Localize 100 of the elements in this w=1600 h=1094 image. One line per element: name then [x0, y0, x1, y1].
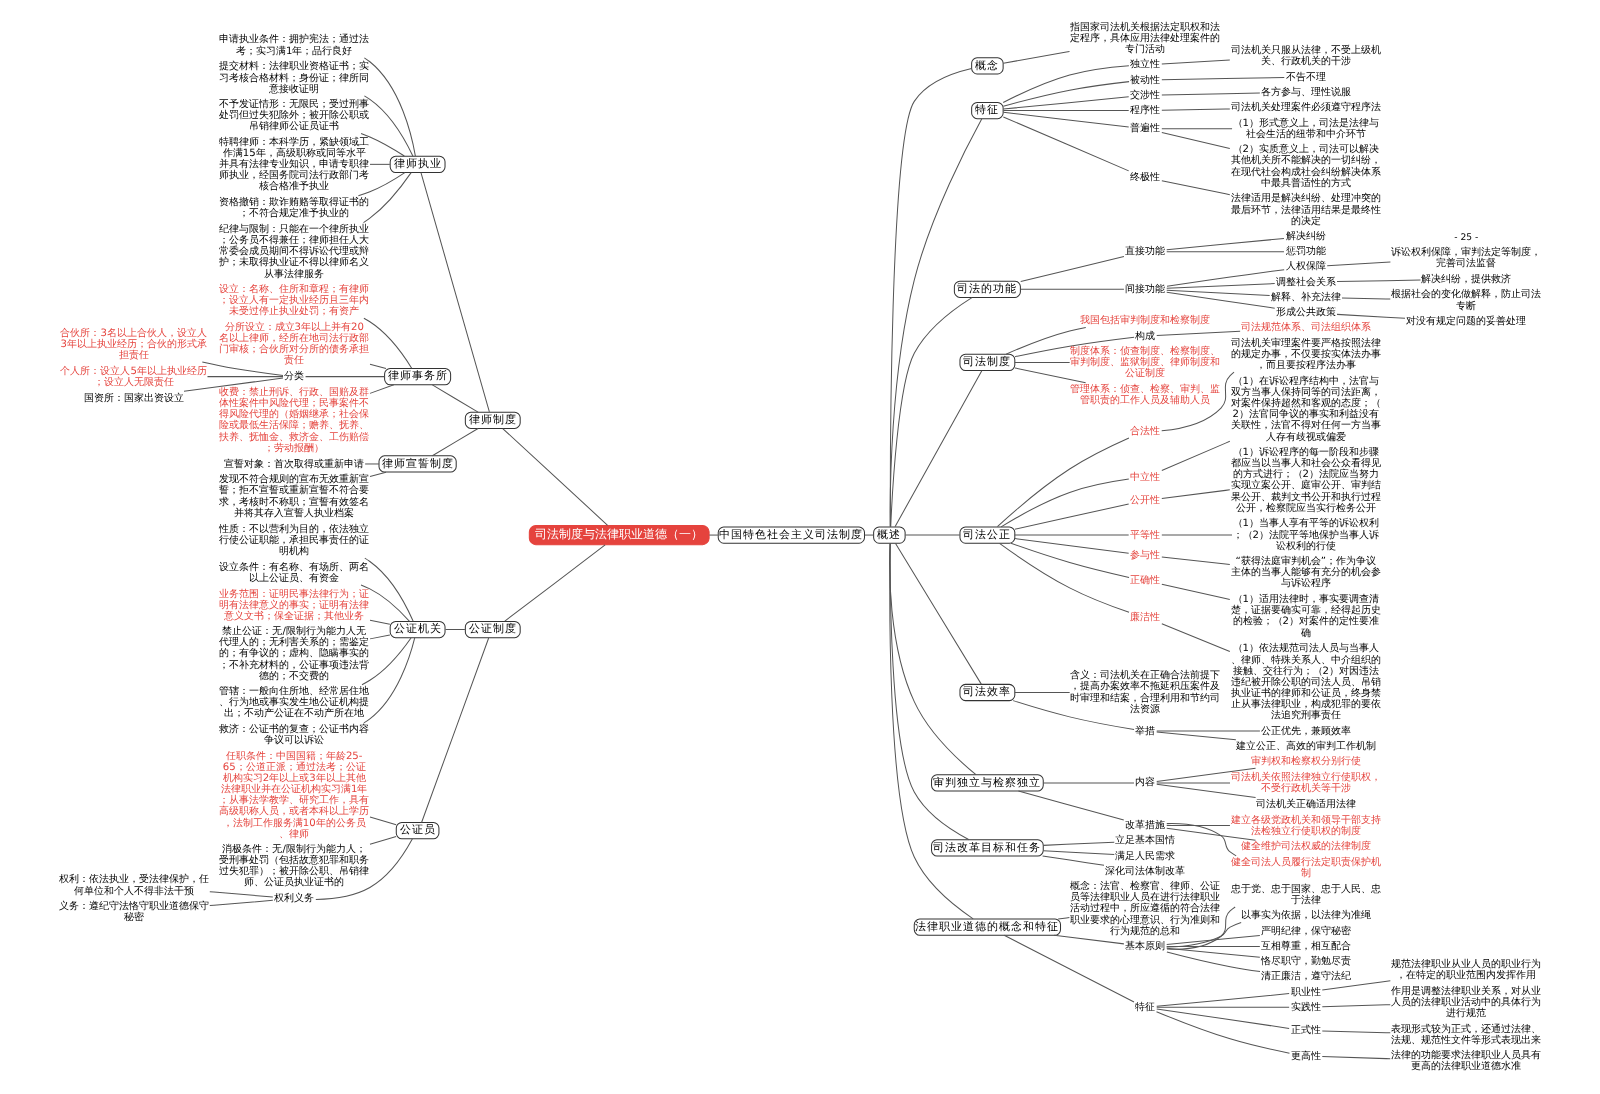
connector — [1017, 790, 1125, 821]
connector — [1166, 251, 1285, 253]
connector — [1042, 841, 1115, 846]
connector — [1156, 730, 1261, 732]
connector — [1014, 336, 1135, 358]
connector — [1161, 180, 1231, 196]
connector — [1003, 934, 1135, 1003]
connector — [360, 132, 405, 157]
connector — [1002, 51, 1071, 64]
connector — [864, 534, 875, 536]
connector — [369, 634, 391, 640]
connector — [1166, 945, 1261, 947]
connector — [1161, 108, 1231, 111]
connector — [209, 899, 274, 907]
connector — [889, 542, 974, 920]
connector — [1042, 782, 1135, 784]
connector — [1002, 110, 1130, 112]
connector — [1156, 1008, 1290, 1029]
connector — [1161, 489, 1231, 500]
connector — [357, 172, 406, 197]
connector — [1156, 993, 1290, 1007]
connector — [1156, 1011, 1290, 1054]
connector — [1161, 534, 1233, 536]
connector — [895, 543, 982, 685]
connector — [363, 57, 416, 157]
connector — [1161, 556, 1231, 565]
connector — [1014, 367, 1087, 384]
connector — [1166, 947, 1261, 958]
connector — [369, 619, 391, 625]
connector — [1161, 131, 1231, 150]
connector — [305, 376, 385, 378]
connector — [1005, 326, 1087, 355]
connector — [1042, 855, 1105, 866]
connector — [1156, 330, 1241, 336]
connector — [1161, 623, 1231, 653]
connector — [904, 534, 961, 536]
connector — [363, 637, 416, 724]
connector — [1014, 361, 1071, 363]
connector — [1161, 371, 1235, 432]
connector — [1166, 291, 1276, 309]
connector — [1166, 283, 1276, 289]
connector — [1166, 825, 1231, 827]
connector — [361, 637, 412, 686]
connector — [444, 629, 466, 631]
connector — [1321, 1056, 1391, 1060]
connector — [1156, 767, 1257, 782]
connector — [1161, 92, 1261, 96]
connector — [360, 584, 411, 622]
connector — [1002, 111, 1130, 128]
connector — [889, 118, 983, 528]
connector — [1166, 289, 1271, 297]
connector — [1321, 1004, 1391, 1008]
connector — [369, 816, 397, 826]
connector — [1161, 583, 1231, 600]
connector — [1341, 297, 1391, 300]
connector — [1014, 503, 1130, 530]
connector — [1161, 76, 1285, 81]
connector — [999, 542, 1130, 613]
connector — [1002, 65, 1130, 104]
connector — [209, 891, 274, 898]
connector — [364, 463, 380, 465]
connector — [1161, 440, 1231, 472]
connector — [1161, 59, 1231, 65]
connector — [431, 384, 479, 413]
connector — [1321, 980, 1391, 991]
connector — [1014, 538, 1130, 554]
connector — [1014, 534, 1130, 536]
connector — [1014, 692, 1071, 693]
connector — [1161, 128, 1233, 130]
connector — [996, 437, 1130, 528]
connector — [890, 297, 973, 528]
connector — [502, 428, 609, 526]
connector — [1002, 116, 1130, 172]
connector — [1166, 827, 1257, 841]
connector — [889, 543, 977, 776]
connector — [1166, 237, 1285, 251]
connector — [1166, 906, 1236, 950]
connector — [201, 361, 284, 376]
connector — [363, 172, 412, 224]
connector — [1166, 951, 1261, 973]
connector — [1336, 313, 1406, 319]
connector — [504, 544, 606, 622]
connector — [369, 836, 397, 845]
connector — [1336, 279, 1421, 283]
connector — [1156, 731, 1237, 741]
connector — [1166, 922, 1242, 948]
connector — [1010, 542, 1130, 578]
connector — [364, 557, 414, 622]
connector — [1166, 269, 1285, 287]
connector — [363, 95, 414, 157]
connector — [421, 637, 490, 823]
connector — [369, 384, 395, 394]
connector — [1156, 783, 1257, 799]
connector — [894, 370, 983, 528]
connector — [1156, 782, 1231, 784]
connector — [1012, 700, 1135, 730]
connector — [1326, 261, 1391, 267]
connector — [1002, 81, 1130, 107]
connector — [431, 427, 479, 457]
connector — [889, 68, 973, 528]
